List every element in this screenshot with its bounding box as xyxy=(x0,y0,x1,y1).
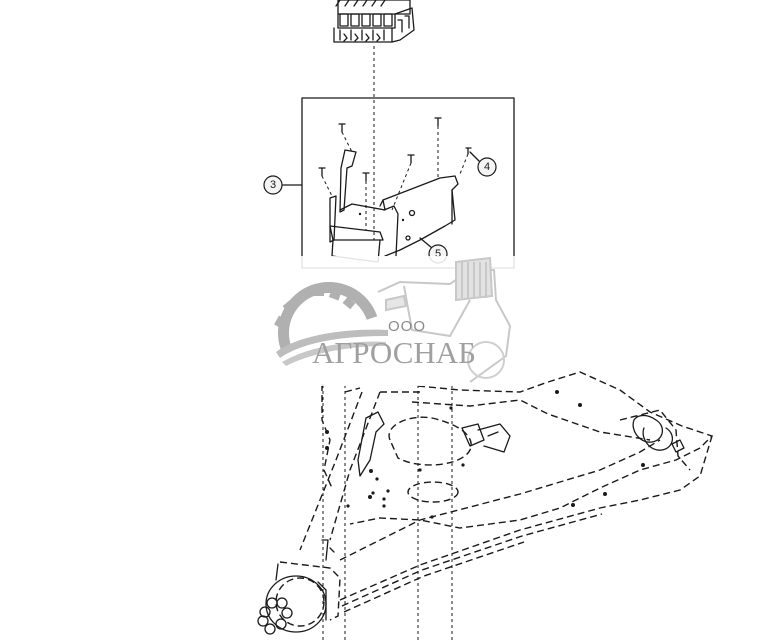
wheel-hub xyxy=(257,561,341,635)
callout-3: 3 xyxy=(263,175,303,195)
axle-frame xyxy=(299,371,714,641)
harvester-icon xyxy=(377,256,512,383)
screws xyxy=(318,117,472,230)
callout-4: 4 xyxy=(469,151,497,177)
svg-text:5: 5 xyxy=(435,248,441,260)
svg-text:3: 3 xyxy=(270,179,276,191)
watermark-prefix: ООО xyxy=(388,318,427,335)
svg-text:4: 4 xyxy=(484,161,490,173)
valve-block xyxy=(333,0,415,43)
gear-teeth xyxy=(274,288,356,329)
watermark-company-name: АГРОСНАБ xyxy=(312,335,476,370)
